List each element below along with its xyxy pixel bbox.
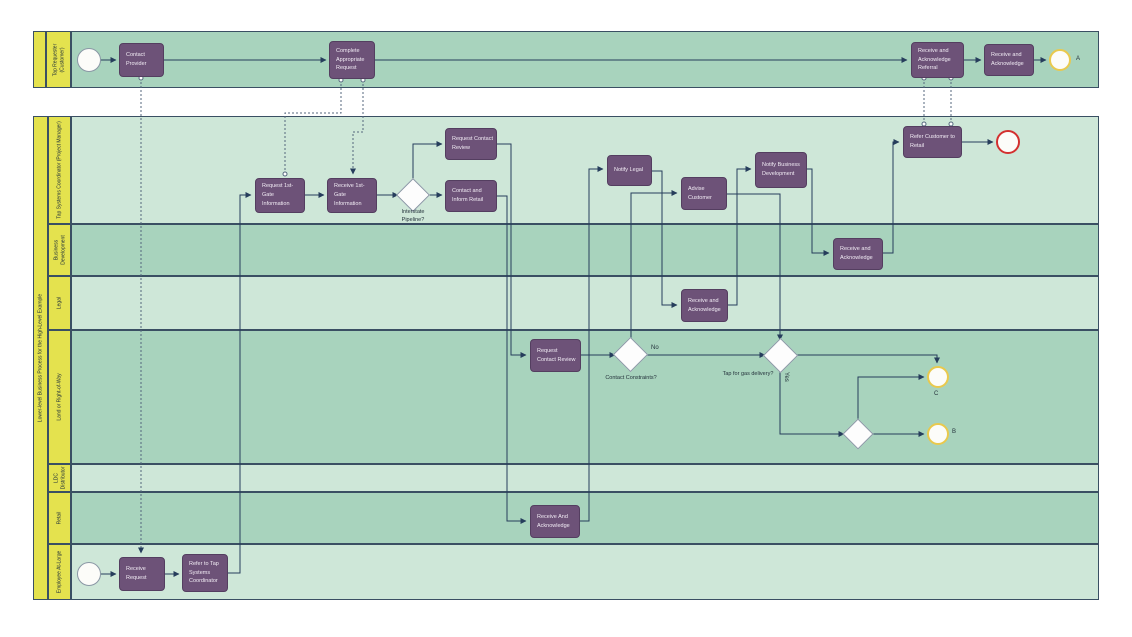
task-advise-customer[interactable]: Advise Customer [681, 177, 727, 210]
task-label: Complete Appropriate Request [336, 47, 365, 72]
task-request-contact-review-coordinator[interactable]: Request Contact Review [445, 128, 497, 160]
end-event-b[interactable] [927, 423, 949, 445]
lane-header-land-right-of-way: Land or Right-of-Way [48, 330, 71, 464]
task-receive-and-acknowledge-customer[interactable]: Receive and Acknowledge [984, 44, 1034, 76]
top-lane-header: Tap Requester (Customer) [46, 31, 71, 88]
end-event-a[interactable] [1049, 49, 1071, 71]
lane-business-development [71, 224, 1099, 276]
task-request-contact-review-land[interactable]: Request Contact Review [530, 339, 581, 372]
task-label: Contact Provider [126, 52, 147, 67]
gateway-label-interstate-pipeline: Interstate Pipeline? [401, 209, 425, 224]
lane-ldc-distributor [71, 464, 1099, 492]
sequence-flows [101, 57, 1047, 577]
task-notify-legal[interactable]: Notify Legal [607, 155, 652, 186]
lane-retail [71, 492, 1099, 544]
task-receive-and-acknowledge-bd[interactable]: Receive and Acknowledge [833, 238, 883, 270]
start-event-customer[interactable] [77, 48, 101, 72]
task-label: Receive and Acknowledge [991, 52, 1024, 67]
task-notify-business-development[interactable]: Notify Business Development [755, 152, 807, 188]
lane-legal [71, 276, 1099, 330]
lane-employee-at-large [71, 544, 1099, 600]
lane-header-business-development: Business Development [48, 224, 71, 276]
event-label-b: B [952, 429, 957, 435]
lane-header-ldc-distributor: LDC Distributor [48, 464, 71, 492]
edge-label-no: No [651, 345, 659, 351]
task-receive-1st-gate-information[interactable]: Receive 1st-Gate Information [327, 178, 377, 213]
task-complete-appropriate-request[interactable]: Complete Appropriate Request [329, 41, 375, 79]
task-refer-customer-to-retail[interactable]: Refer Customer to Retail [903, 126, 962, 158]
event-label-c: C [934, 391, 939, 397]
task-label: Advise Customer [688, 185, 712, 201]
gateway-label-contact-constraints: Contact Constraints? [605, 375, 657, 381]
task-label: Contact and Inform Retail [452, 188, 484, 203]
lane-header-tap-systems-coordinator: Tap Systems Coordinator (Project Manager… [48, 116, 71, 224]
task-label: Receive 1st-Gate Information [334, 183, 365, 207]
edge-label-yes: Yes [783, 372, 789, 382]
task-label: Request Contact Review [452, 136, 493, 151]
task-label: Receive and Acknowledge Referral [918, 47, 951, 72]
task-receive-request[interactable]: Receive Request [119, 557, 165, 591]
task-receive-and-acknowledge-referral[interactable]: Receive and Acknowledge Referral [911, 42, 964, 78]
task-label: Notify Legal [614, 167, 644, 174]
task-contact-and-inform-retail[interactable]: Contact and Inform Retail [445, 180, 497, 212]
task-label: Receive And Acknowledge [537, 513, 570, 529]
task-receive-and-acknowledge-legal[interactable]: Receive and Acknowledge [681, 289, 728, 322]
event-label-a: A [1076, 56, 1081, 62]
task-label: Notify Business Development [762, 162, 800, 177]
task-receive-and-acknowledge-retail[interactable]: Receive And Acknowledge [530, 505, 580, 538]
end-event-refer-retail[interactable] [996, 130, 1020, 154]
bottom-pool-header: Lower-level Business Process for the Hig… [33, 116, 48, 600]
task-label: Request 1st-Gate Information [262, 183, 294, 207]
task-label: Refer Customer to Retail [910, 134, 955, 149]
task-contact-provider[interactable]: Contact Provider [119, 43, 164, 77]
lane-land-right-of-way [71, 330, 1099, 464]
task-label: Refer to Tap Systems Coordinator [189, 560, 219, 585]
message-flows [138, 75, 954, 554]
lane-header-retail: Retail [48, 492, 71, 544]
end-event-c[interactable] [927, 366, 949, 388]
task-label: Request Contact Review [537, 347, 576, 363]
top-pool-header [33, 31, 46, 88]
gateway-label-tap-for-gas: Tap for gas delivery? [722, 371, 774, 377]
lane-header-legal: Legal [48, 276, 71, 330]
task-label: Receive and Acknowledge [840, 246, 873, 261]
task-label: Receive and Acknowledge [688, 297, 721, 313]
task-request-1st-gate-information[interactable]: Request 1st-Gate Information [255, 178, 305, 213]
lane-header-employee-at-large: Employee At-Large [48, 544, 71, 600]
start-event-employee[interactable] [77, 562, 101, 586]
task-refer-to-tap-systems-coordinator[interactable]: Refer to Tap Systems Coordinator [182, 554, 228, 592]
task-label: Receive Request [126, 566, 147, 581]
